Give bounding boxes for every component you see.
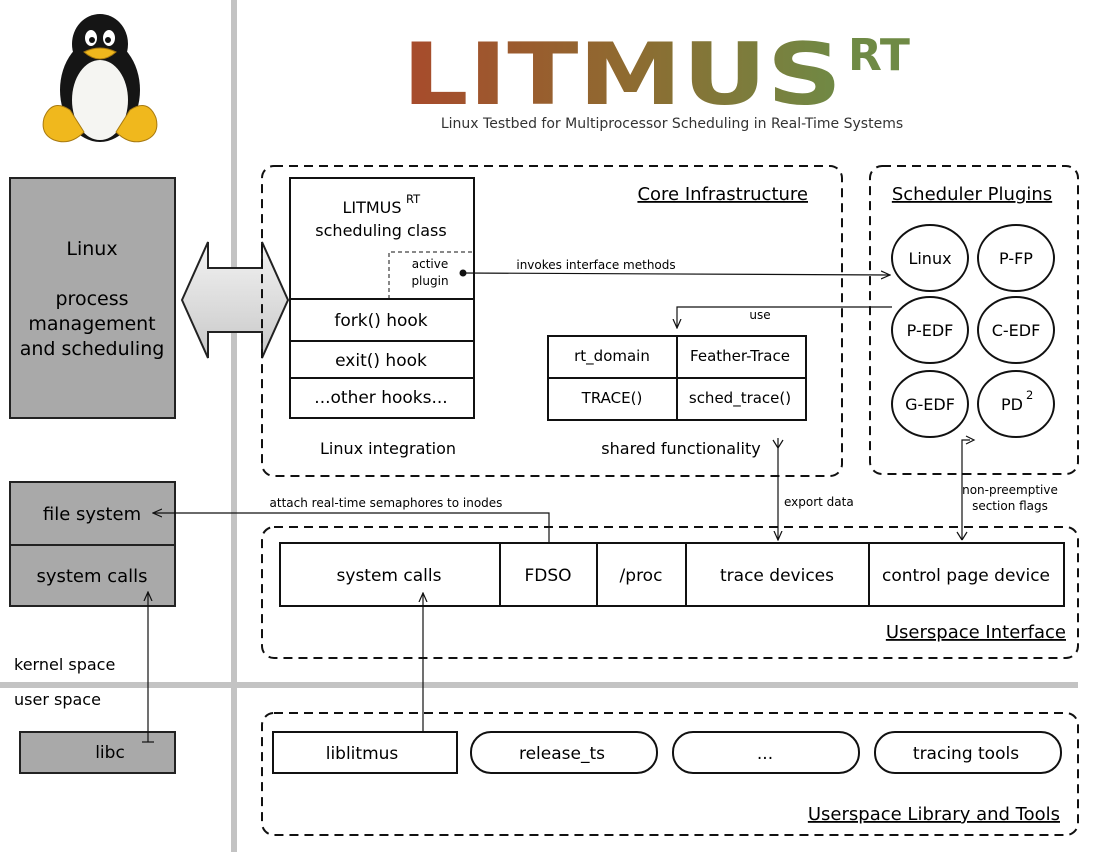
svg-text:P-FP: P-FP (999, 249, 1033, 268)
userspace-interface-row (279, 542, 1065, 607)
ui-control-page-device: control page device (882, 566, 1050, 586)
file-system-label: file system (43, 504, 141, 525)
userspace-library-container (261, 712, 1079, 836)
feather-trace-label: Feather-Trace (690, 347, 790, 365)
ui-fdso: FDSO (524, 566, 571, 586)
ui-proc: /proc (620, 566, 663, 586)
tracing-tools-box (874, 731, 1062, 774)
ui-trace-devices: trace devices (720, 566, 834, 586)
np-label-line2: section flags (972, 499, 1048, 513)
release-ts-box (470, 731, 658, 774)
libc-box (19, 731, 176, 774)
kernel-system-calls-label: system calls (36, 566, 147, 587)
userspace-interface-container (261, 526, 1079, 659)
attach-semaphores-label: attach real-time semaphores to inodes (270, 496, 503, 510)
linux-box-line2: process (55, 288, 128, 310)
libc-label: libc (95, 743, 125, 763)
invokes-edge-label: invokes interface methods (516, 258, 675, 272)
core-infrastructure-container (261, 165, 843, 477)
shared-functionality-label: shared functionality (601, 439, 760, 458)
use-edge-label: use (749, 308, 770, 322)
class-box-superscript: RT (406, 192, 421, 206)
active-plugin-line2: plugin (411, 274, 448, 288)
userspace-library-title: Userspace Library and Tools (808, 804, 1060, 825)
scheduler-plugins-title: Scheduler Plugins (892, 184, 1052, 205)
use-edge (677, 306, 892, 328)
svg-text:Linux: Linux (908, 249, 951, 268)
class-box-subtitle: scheduling class (315, 221, 446, 240)
fork-hook-label: fork() hook (334, 311, 427, 331)
rt-domain-label: rt_domain (574, 347, 650, 366)
core-infrastructure-title: Core Infrastructure (637, 184, 808, 205)
ellipsis-label: ... (757, 744, 773, 764)
plugin-p-fp: P-FP (977, 224, 1055, 292)
class-box-title: LITMUS (342, 198, 401, 217)
linux-integration-label: Linux integration (320, 439, 456, 458)
liblitmus-box (272, 731, 458, 774)
linux-box-line4: and scheduling (20, 338, 165, 360)
logo-subtitle: Linux Testbed for Multiprocessor Schedul… (441, 116, 903, 132)
logo-title: LITMUS (402, 25, 842, 125)
plugin-p-edf: P-EDF (891, 296, 969, 364)
sched-trace-label: sched_trace() (689, 389, 791, 408)
liblitmus-label: liblitmus (326, 744, 399, 764)
plugin-linux: Linux (891, 224, 969, 292)
user-space-label: user space (14, 690, 101, 709)
release-ts-label: release_ts (519, 744, 605, 764)
active-plugin-line1: active (412, 257, 448, 271)
tux-penguin-icon (42, 14, 158, 143)
invokes-edge (462, 273, 890, 275)
np-section-edge (961, 439, 970, 540)
svg-text:P-EDF: P-EDF (907, 321, 954, 340)
linux-box-line3: management (28, 313, 155, 335)
tracing-tools-label: tracing tools (913, 744, 1019, 764)
plugin-pd2: PD 2 (977, 370, 1055, 438)
kernel-space-label: kernel space (14, 655, 115, 674)
trace-macro-label: TRACE() (581, 389, 643, 407)
scheduler-plugins-container (869, 165, 1079, 475)
np-label-line1: non-preemptive (962, 483, 1058, 497)
plugin-c-edf: C-EDF (977, 296, 1055, 364)
ellipsis-box (672, 731, 860, 774)
svg-text:C-EDF: C-EDF (992, 321, 1041, 340)
svg-text:2: 2 (1026, 388, 1033, 402)
export-data-label: export data (784, 495, 854, 509)
ui-system-calls: system calls (337, 566, 442, 586)
plugin-g-edf: G-EDF (891, 370, 969, 438)
exit-hook-label: exit() hook (335, 351, 427, 371)
attach-semaphores-edge (153, 513, 550, 555)
other-hooks-label: ...other hooks... (314, 388, 447, 408)
svg-text:PD: PD (1001, 395, 1023, 414)
double-arrow-icon (180, 241, 290, 359)
svg-text:G-EDF: G-EDF (905, 395, 955, 414)
logo-superscript: RT (848, 30, 910, 81)
linux-process-box (9, 177, 176, 419)
active-plugin-box (388, 251, 474, 299)
linux-box-line1: Linux (66, 238, 117, 260)
userspace-interface-title: Userspace Interface (886, 622, 1066, 643)
